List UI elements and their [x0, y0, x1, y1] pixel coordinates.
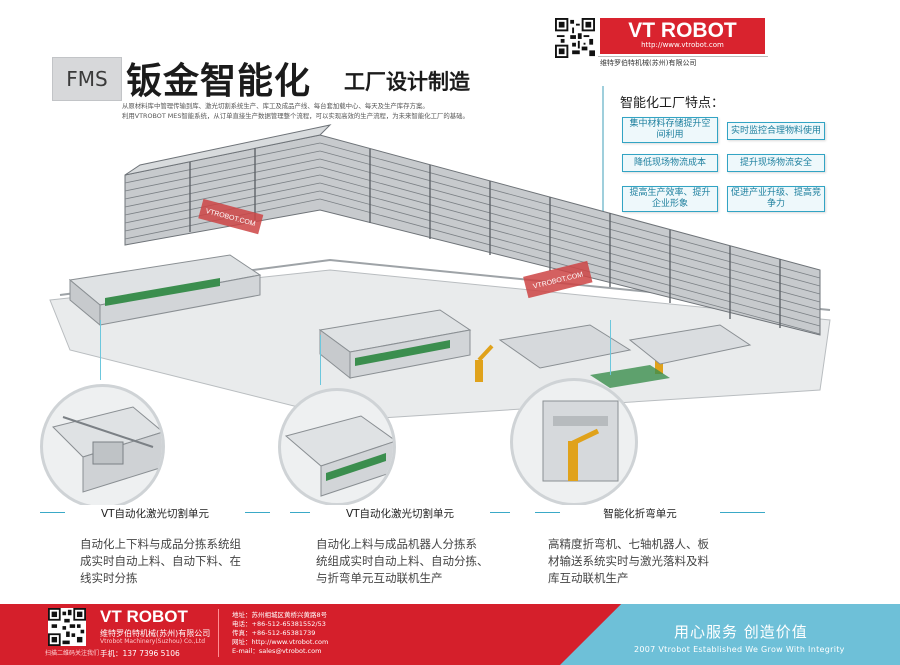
unit-description-line: 自动化上下料与成品分拣系统组 [80, 537, 241, 551]
footer-brand: VT ROBOT [100, 607, 188, 626]
footer-tagline: 2007 Vtrobot Established We Grow With In… [634, 645, 845, 654]
leader-line [610, 320, 611, 375]
feature-item: 提升现场物流安全 [727, 154, 825, 172]
contact-fax: 传真：+86-512-65381739 [232, 629, 316, 637]
brand-name: VT ROBOT [628, 19, 737, 42]
leader-line [100, 320, 101, 380]
features-panel [602, 86, 830, 224]
laser-cutter-left [68, 254, 262, 327]
intro-line: 从原材料库中管理传输到库、激光切割系统生产、库工及成品产线、每台套加载中心、每天… [122, 102, 429, 110]
unit-description-line: 材输送系统实时与激光落料及料 [548, 554, 709, 568]
laser-cutter-center [318, 309, 472, 380]
feature-item: 促进产业升级、提高竞争力 [727, 186, 825, 212]
fms-badge: FMS [52, 57, 122, 101]
footer-mobile: 手机：137 7396 5106 [100, 649, 180, 658]
contact-address: 地址：苏州相城区黄桥兴黄路8号 [232, 611, 328, 619]
zoom-detail-illustration [52, 406, 162, 493]
unit-description-line: 线实时分拣 [80, 571, 138, 585]
leader-line [320, 335, 321, 385]
zoom-detail-illustration [284, 415, 393, 497]
unit-description: 自动化上料与成品机器人分拣系 统组成实时自动上料、自动分拣、 与折弯单元互动联机… [316, 536, 489, 587]
contact-email[interactable]: E-mail：sales@vtrobot.com [232, 647, 322, 655]
storage-tower: VTROBOT.COM VTROBOT.COM [124, 124, 821, 336]
intro-text: 从原材料库中管理传输到库、激光切割系统生产、库工及成品产线、每台套加载中心、每天… [122, 101, 502, 121]
unit-description: 自动化上下料与成品分拣系统组 成实时自动上料、自动下料、在 线实时分拣 [80, 536, 241, 587]
qr-code-icon [555, 18, 595, 58]
zoom-detail-laser [278, 388, 396, 506]
unit-label: 智能化折弯单元 [560, 505, 720, 522]
contact-phone: 电话：+86-512-65381552/53 [232, 620, 326, 628]
brand-logo-box [600, 18, 765, 54]
footer-company: 维特罗伯特机械(苏州)有限公司 [100, 629, 211, 638]
zoom-detail-loader [40, 384, 165, 509]
brand-divider [598, 56, 768, 57]
unit-description-line: 高精度折弯机、七轴机器人、板 [548, 537, 709, 551]
zoom-detail-bending [510, 378, 638, 506]
robot-arm [475, 344, 494, 382]
brand-company: 维特罗伯特机械(苏州)有限公司 [600, 59, 697, 67]
qr-code-icon [48, 608, 86, 646]
brand-url[interactable]: http://www.vtrobot.com [641, 41, 724, 49]
factory-illustration: VTROBOT.COM VTROBOT.COM [49, 124, 831, 421]
qr-caption: 扫描二维码关注我们 [45, 650, 100, 657]
unit-description-line: 成实时自动上料、自动下料、在 [80, 554, 241, 568]
unit-description-line: 自动化上料与成品机器人分拣系 [316, 537, 477, 551]
feature-item: 实时监控合理物料使用 [727, 122, 825, 140]
feature-item: 降低现场物流成本 [622, 154, 718, 172]
unit-label: VT自动化激光切割单元 [310, 505, 490, 522]
footer-accent-band [560, 604, 900, 665]
unit-description-line: 与折弯单元互动联机生产 [316, 571, 443, 585]
contact-website[interactable]: 网址：http://www.vtrobot.com [232, 638, 329, 646]
features-title: 智能化工厂特点： [620, 96, 725, 111]
zoom-detail-illustration [542, 400, 619, 482]
intro-line: 利用VTROBOT MES智能系统，从订单直接生产数据管理整个流程，可以实现高效… [122, 112, 469, 120]
unit-label: VT自动化激光切割单元 [65, 505, 245, 522]
unit-description: 高精度折弯机、七轴机器人、板 材输送系统实时与激光落料及料 库互动联机生产 [548, 536, 709, 587]
page-title: 钣金智能化 [126, 60, 312, 102]
feature-item: 集中材料存储提升空间利用 [622, 117, 718, 143]
unit-description-line: 统组成实时自动上料、自动分拣、 [316, 554, 489, 568]
footer-company-en: Vtrobot Machinery(Suzhou) Co.,Ltd [100, 638, 206, 645]
footer-slogan: 用心服务 创造价值 [674, 623, 808, 641]
unit-description-line: 库互动联机生产 [548, 571, 629, 585]
footer-divider [218, 609, 219, 657]
feature-item: 提高生产效率、提升企业形象 [622, 186, 718, 212]
page-subtitle: 工厂设计制造 [344, 69, 470, 94]
